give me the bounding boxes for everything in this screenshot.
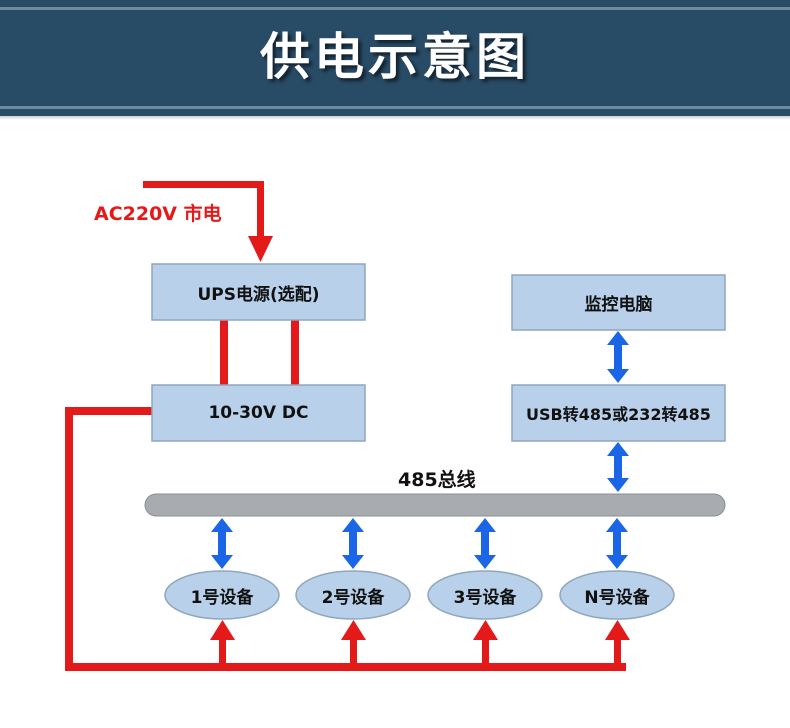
banner-top-rule [0,7,790,10]
bus-label: 485总线 [398,469,476,491]
device-2-power-riser [350,637,357,667]
dc-box [151,384,366,442]
power-lines [65,181,630,671]
device-3-label: 3号设备 [453,587,517,608]
banner-shadow [0,116,790,120]
ac-input-arrow-head [248,236,273,262]
header-banner: 供电示意图 [0,0,790,116]
device-3-ellipse [427,570,543,620]
dc-output-line [65,407,153,415]
device-1-power-riser [219,637,226,667]
page-title: 供电示意图 [260,28,530,86]
device-2-label: 2号设备 [321,587,385,608]
device-3-power-arrow [473,620,498,640]
dc-box-label: 10-30V DC [208,403,309,423]
device-3-power-riser [482,637,489,667]
device-1-data-arrow [211,518,233,569]
rs485-bus [144,493,726,517]
device-1-power-arrow [210,620,235,640]
ac-mains-label: AC220V 市电 [94,203,222,225]
device-n-power-arrow [605,620,630,640]
ups-dc-connector-right [291,319,299,385]
device-3-data-arrow [474,518,496,569]
device-1-ellipse [164,570,280,620]
banner-bottom-rule [0,106,790,109]
bottom-power-rail [65,663,626,671]
device-1-label: 1号设备 [190,587,254,608]
ups-box [151,263,366,321]
device-n-data-arrow [606,518,628,569]
device-2-power-arrow [341,620,366,640]
pc-converter-data-arrow [607,331,629,383]
device-n-power-riser [614,637,621,667]
left-power-rail [65,407,73,671]
ac-input-line-horizontal [143,181,264,188]
monitor-pc-box [511,274,726,331]
device-n-label: N号设备 [584,587,650,608]
device-n-ellipse [559,570,675,620]
device-2-ellipse [295,570,411,620]
ups-dc-connector-left [220,319,228,385]
device-2-data-arrow [342,518,364,569]
ac-input-line-vertical [257,181,264,237]
monitor-pc-label: 监控电脑 [584,295,653,315]
converter-label: USB转485或232转485 [526,405,711,424]
converter-bus-data-arrow [607,442,629,492]
ups-box-label: UPS电源(选配) [197,284,320,305]
converter-box [511,384,726,442]
